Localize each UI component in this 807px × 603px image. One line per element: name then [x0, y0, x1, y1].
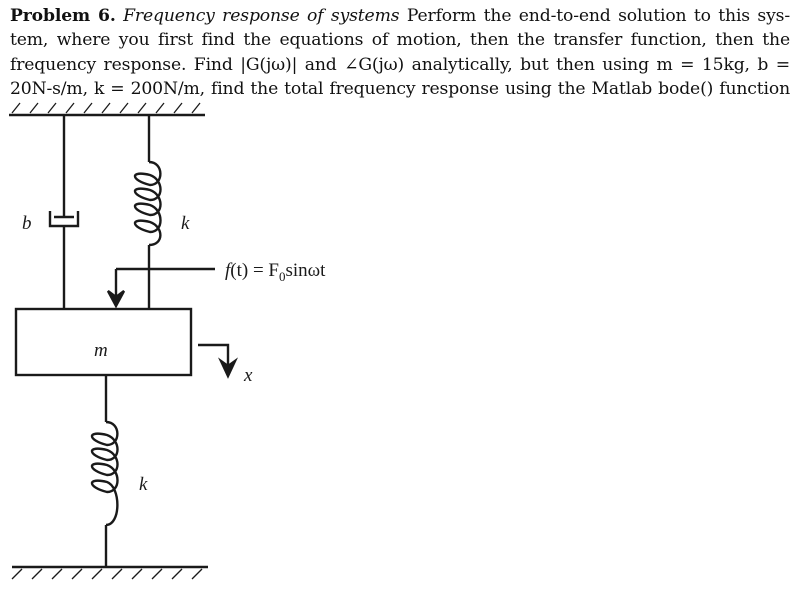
displacement-arrow: [198, 343, 239, 379]
problem-line-2: tem, where you first find the equations …: [10, 30, 790, 51]
force-tail: sinωt: [286, 260, 327, 281]
force-equation: f(t) = F0sinωt: [225, 260, 326, 284]
bottom-ground: [11, 565, 208, 580]
problem-text-1: Perform the end-to-end solution to this …: [399, 6, 790, 26]
lower-spring: [90, 375, 119, 567]
problem-heading: Problem 6.: [10, 6, 116, 26]
damper-label: b: [22, 213, 32, 234]
mass-block: [14, 307, 193, 377]
displacement-label: x: [243, 365, 253, 386]
problem-line-1: Problem 6. Frequency response of systems…: [10, 4, 790, 28]
upper-spring-label: k: [181, 213, 190, 234]
damper: [48, 115, 80, 309]
force-f: f: [225, 260, 233, 281]
problem-line-3: frequency response. Find |G(jω)| and ∠G(…: [10, 54, 790, 75]
upper-spring: [133, 115, 162, 309]
force-rest: (t) = F: [230, 260, 279, 281]
lower-spring-label: k: [139, 474, 148, 495]
mass-label: m: [94, 340, 108, 361]
problem-line-4: 20N-s/m, k = 200N/m, find the total freq…: [10, 78, 790, 99]
force-subscript: 0: [279, 269, 286, 284]
force-arrow: [106, 267, 215, 309]
problem-subtitle: Frequency response of systems: [123, 6, 400, 26]
top-ground: [9, 102, 205, 117]
problem-statement: Problem 6. Frequency response of systems…: [10, 4, 790, 101]
